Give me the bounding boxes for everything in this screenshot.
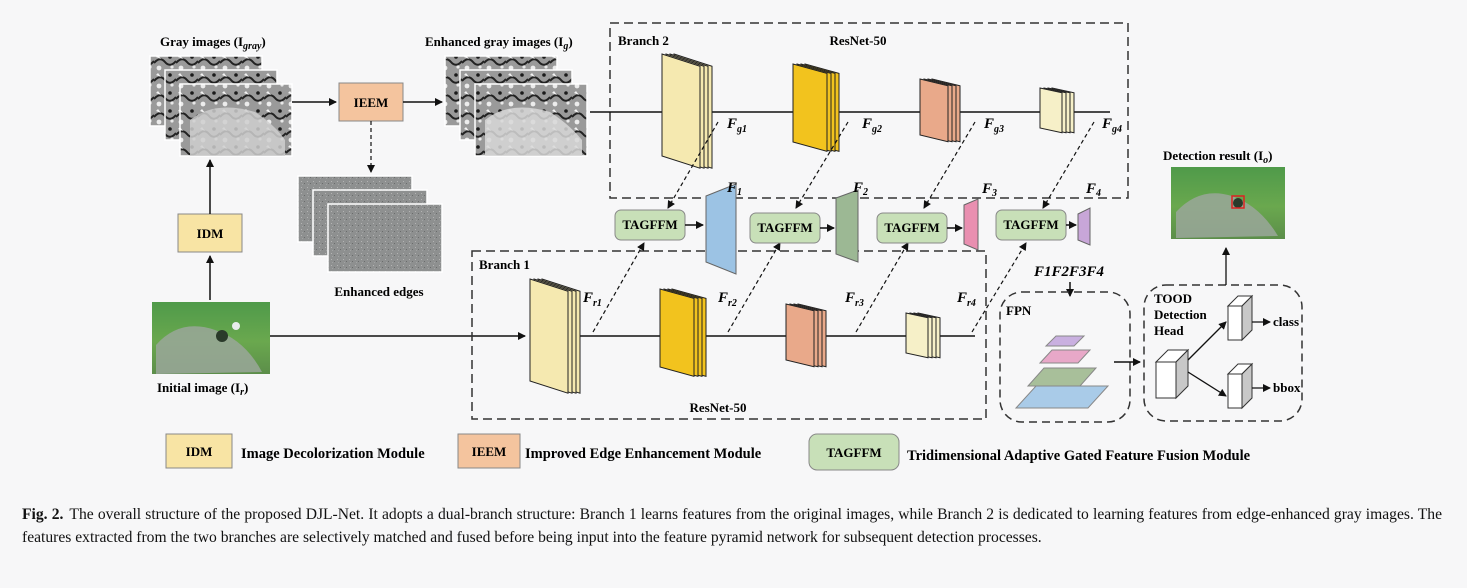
fr3-label: Fr3: [844, 290, 864, 309]
branch2-region: [609, 22, 1129, 199]
branch2-stage-4: [1039, 87, 1075, 134]
legend-idm: IDM Image Decolorization Module: [165, 433, 425, 469]
branch1-stage-3: [785, 303, 827, 368]
fused-feature-f4: [1077, 207, 1091, 246]
fg-to-tagffm-arrows: [667, 121, 1095, 209]
enhanced-gray-images-stack: [444, 55, 588, 157]
fr4-label: Fr4: [956, 290, 976, 309]
tood-head-region: [1143, 284, 1303, 422]
tood-label-2: Detection: [1154, 307, 1207, 322]
tood-label-3: Head: [1154, 323, 1184, 338]
fused-feature-f1: [705, 183, 737, 275]
gray-images-stack: [149, 55, 293, 157]
resnet-bottom-label: ResNet-50: [689, 400, 746, 415]
figure-caption: Fig. 2.The overall structure of the prop…: [22, 503, 1442, 549]
class-output-label: class: [1273, 314, 1299, 329]
branch1-stage-4: [905, 312, 941, 359]
branch1-stage-2: [659, 288, 707, 378]
fg4-label: Fg4: [1101, 116, 1122, 135]
fg1-label: Fg1: [726, 116, 747, 135]
branch1-stage-1: [529, 278, 581, 394]
tagffm-1: TAGFFM: [614, 209, 686, 241]
f3-label: F3: [981, 181, 997, 199]
svg-text:TAGFFM: TAGFFM: [884, 220, 939, 235]
tagffm-output-arrows: [685, 221, 1077, 232]
detection-result-label: Detection result (Io): [1163, 148, 1272, 166]
tagffm-3: TAGFFM: [876, 212, 948, 244]
f2-label: F2: [852, 180, 868, 198]
tagffm-2: TAGFFM: [749, 212, 821, 244]
tood-cubes: [1154, 294, 1254, 410]
svg-text:TAGFFM: TAGFFM: [1003, 217, 1058, 232]
fr-to-tagffm-arrows: [592, 242, 1027, 333]
svg-text:TAGFFM: TAGFFM: [826, 445, 881, 460]
branch2-label: Branch 2: [618, 33, 669, 48]
fpn-region: [999, 291, 1131, 423]
caption-label: Fig. 2.: [22, 506, 64, 523]
architecture-diagram: Gray images (Igray) Enhanced gray images…: [149, 22, 1303, 471]
fr-labels: Fr1 Fr2 Fr3 Fr4: [582, 290, 976, 309]
caption-text: The overall structure of the proposed DJ…: [22, 506, 1442, 546]
fused-feature-f3: [963, 198, 979, 251]
fpn-pyramid: [1014, 335, 1110, 409]
branch2-stage-2: [792, 63, 840, 153]
initial-image-label: Initial image (Ir): [157, 380, 248, 398]
f4-label: F4: [1085, 181, 1101, 199]
enhanced-gray-images-label: Enhanced gray images (Ig): [425, 34, 573, 52]
enhanced-edges-label: Enhanced edges: [334, 284, 423, 299]
tood-arrows: [1187, 247, 1271, 397]
tagffm-4: TAGFFM: [995, 209, 1067, 241]
legend-ieem: IEEM Improved Edge Enhancement Module: [457, 433, 762, 469]
svg-text:IEEM: IEEM: [472, 444, 507, 459]
branch2-stages: [661, 53, 1075, 169]
ieem-label: IEEM: [354, 95, 389, 110]
fr2-label: Fr2: [717, 290, 737, 309]
svg-text:IDM: IDM: [186, 444, 213, 459]
svg-text:Image Decolorization Module: Image Decolorization Module: [241, 446, 425, 462]
svg-text:TAGFFM: TAGFFM: [622, 217, 677, 232]
f1-label: F1: [726, 180, 742, 198]
fpn-label: FPN: [1006, 303, 1032, 318]
fg3-label: Fg3: [983, 116, 1004, 135]
detection-result-image: [1171, 167, 1285, 239]
branch2-stage-1: [661, 53, 713, 169]
idm-label: IDM: [197, 226, 224, 241]
fused-feature-f2: [835, 189, 859, 263]
legend: IDM Image Decolorization Module IEEM Imp…: [165, 433, 1251, 471]
svg-text:Improved Edge Enhancement Modu: Improved Edge Enhancement Module: [525, 446, 762, 462]
fr1-label: Fr1: [582, 290, 602, 309]
branch1-label: Branch 1: [479, 257, 530, 272]
branch1-stages: [529, 278, 941, 394]
fg2-label: Fg2: [861, 116, 882, 135]
legend-tagffm: TAGFFM Tridimensional Adaptive Gated Fea…: [808, 433, 1251, 471]
enhanced-edges-stack: [297, 175, 443, 273]
resnet-top-label: ResNet-50: [829, 33, 886, 48]
bbox-output-label: bbox: [1273, 380, 1301, 395]
fg-labels: Fg1 Fg2 Fg3 Fg4: [726, 116, 1122, 135]
branch2-stage-3: [919, 78, 961, 143]
tood-label-1: TOOD: [1154, 291, 1192, 306]
idm-box: [177, 213, 243, 253]
fpn-input-label: F1F2F3F4: [1033, 264, 1105, 280]
initial-image: [152, 302, 270, 374]
svg-text:Tridimensional Adaptive Gated: Tridimensional Adaptive Gated Feature Fu…: [907, 448, 1251, 464]
svg-text:TAGFFM: TAGFFM: [757, 220, 812, 235]
gray-images-label: Gray images (Igray): [160, 34, 266, 52]
